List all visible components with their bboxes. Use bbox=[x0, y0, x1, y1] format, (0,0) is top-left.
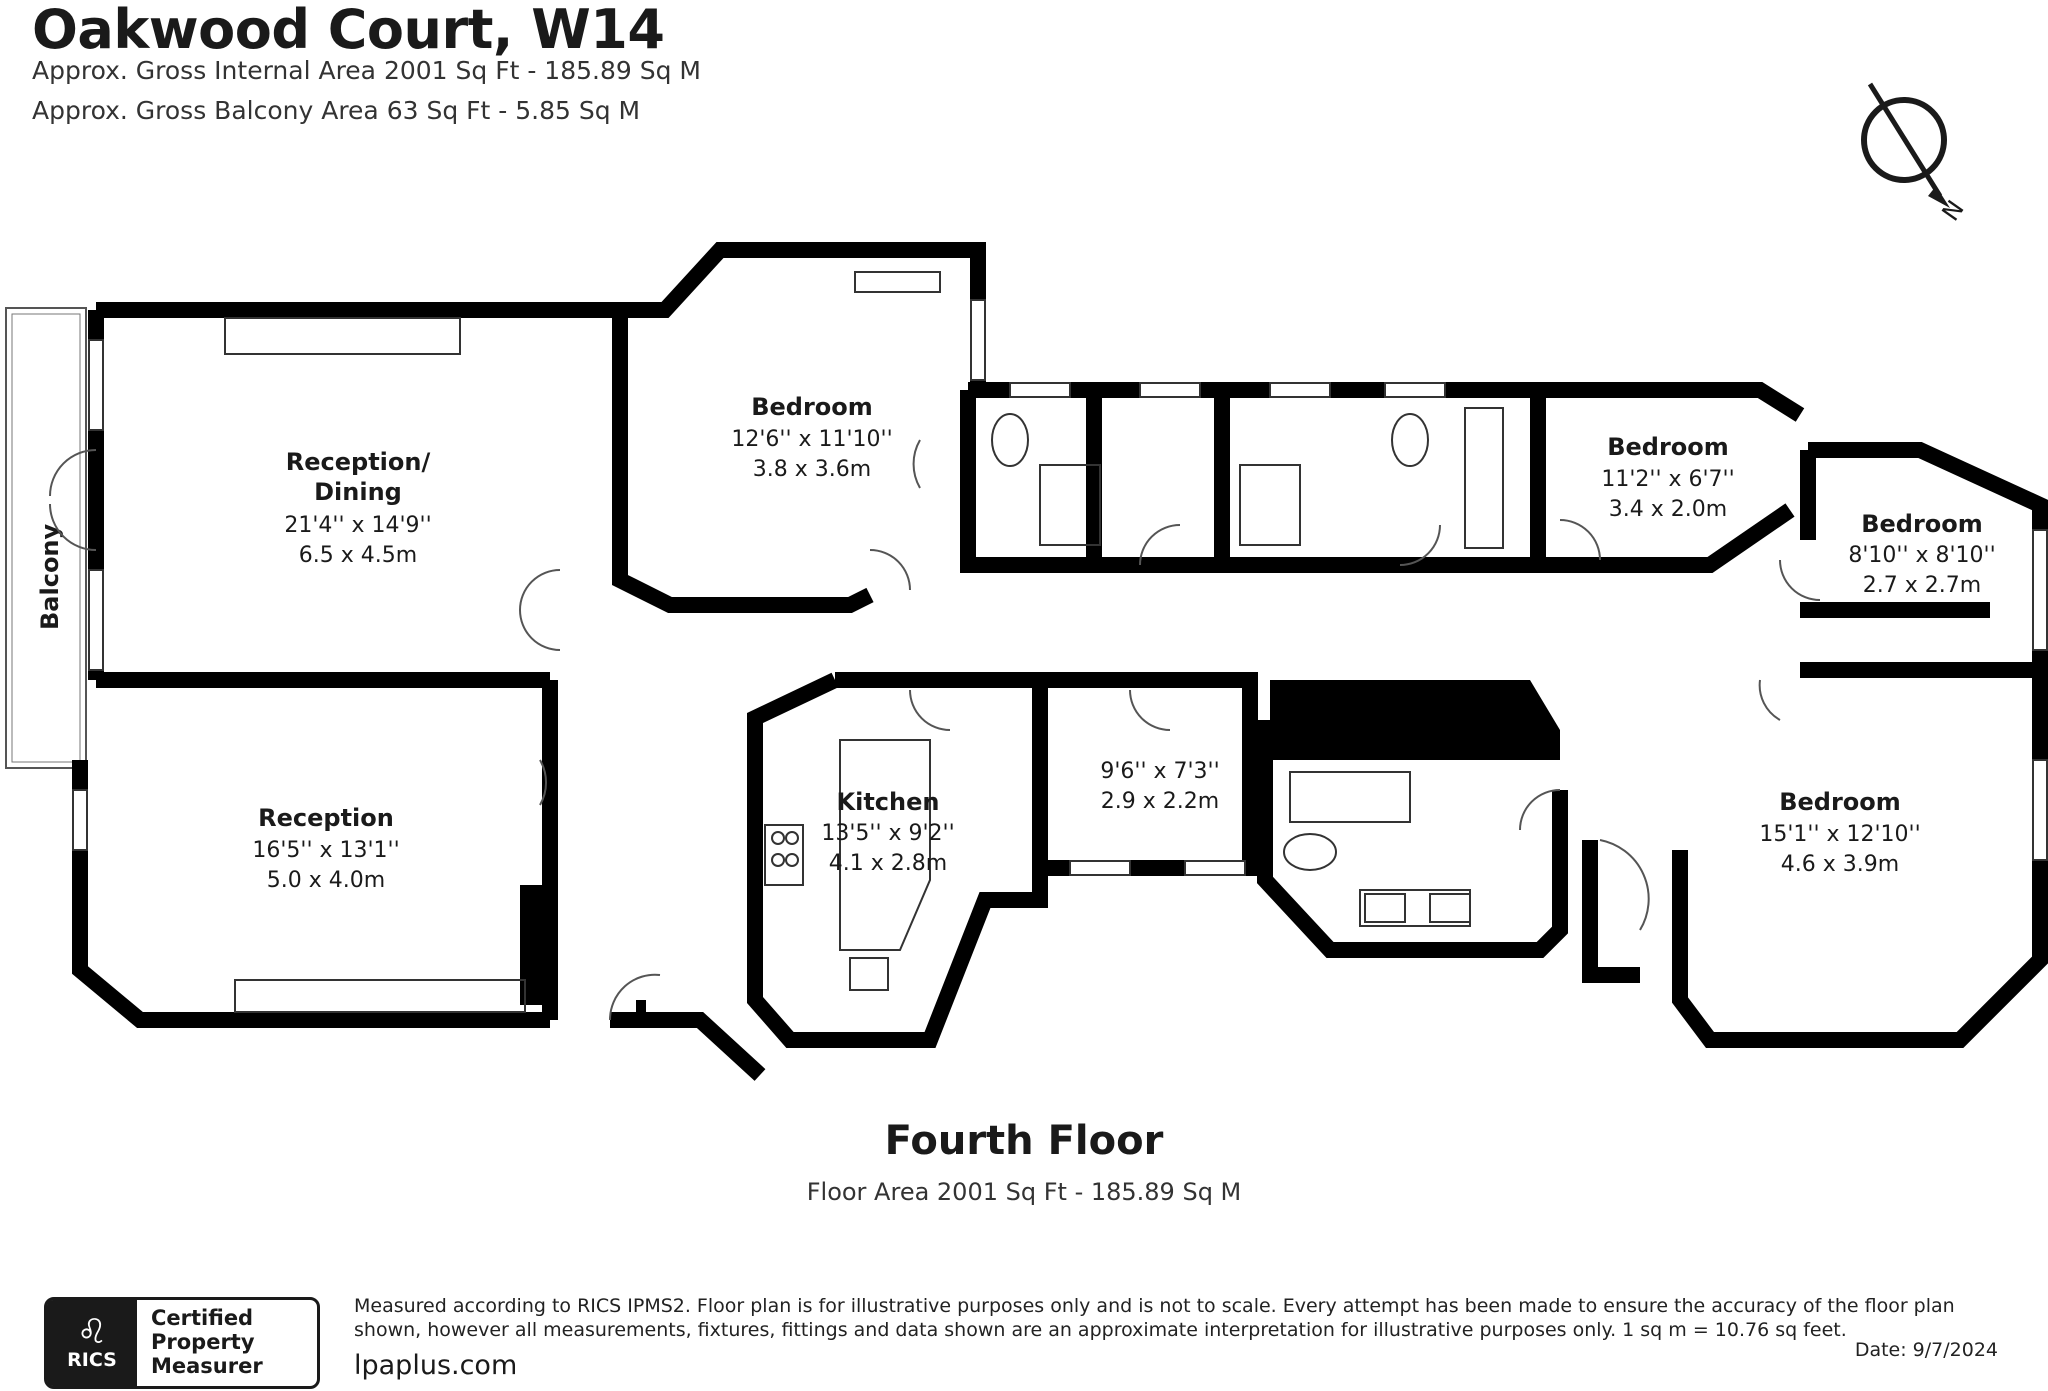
bedroom-2-imperial: 11'2'' x 6'7'' bbox=[1601, 467, 1734, 492]
bedroom-2-metric: 3.4 x 2.0m bbox=[1609, 497, 1727, 522]
bedroom-3-imperial: 8'10'' x 8'10'' bbox=[1848, 543, 1995, 568]
floor-name: Fourth Floor bbox=[884, 1118, 1164, 1164]
badge-line-2: Property bbox=[151, 1330, 255, 1354]
kitchen-imperial: 13'5'' x 9'2'' bbox=[821, 821, 954, 846]
rics-text: Certified Property Measurer bbox=[137, 1300, 317, 1386]
bedroom-3-metric: 2.7 x 2.7m bbox=[1863, 573, 1981, 598]
study-imperial: 9'6'' x 7'3'' bbox=[1100, 759, 1219, 784]
doors bbox=[49, 439, 1821, 1021]
kitchen-name: Kitchen bbox=[837, 788, 940, 816]
balcony-area: Approx. Gross Balcony Area 63 Sq Ft - 5.… bbox=[32, 96, 641, 125]
balcony: Balcony bbox=[5, 307, 87, 769]
entrance-arrow-icon bbox=[628, 1000, 654, 1025]
rics-badge: ♌ RICS Certified Property Measurer bbox=[44, 1297, 320, 1389]
study-metric: 2.9 x 2.2m bbox=[1101, 789, 1219, 814]
reception-dining-name-2: Dining bbox=[314, 478, 402, 506]
reception-dining-name-1: Reception/ bbox=[286, 448, 431, 476]
bedroom-3-name: Bedroom bbox=[1861, 510, 1983, 538]
compass-icon: N bbox=[1861, 82, 1970, 226]
website-link[interactable]: lpaplus.com bbox=[354, 1350, 518, 1381]
reception-metric: 5.0 x 4.0m bbox=[267, 868, 385, 893]
bedroom-1-metric: 3.8 x 3.6m bbox=[753, 457, 871, 482]
balcony-label: Balcony bbox=[36, 523, 64, 630]
bedroom-4-imperial: 15'1'' x 12'10'' bbox=[1759, 822, 1920, 847]
bedroom-4-name: Bedroom bbox=[1779, 788, 1901, 816]
reception-imperial: 16'5'' x 13'1'' bbox=[252, 838, 399, 863]
property-title: Oakwood Court, W14 bbox=[32, 0, 665, 61]
reception-dining-imperial: 21'4'' x 14'9'' bbox=[284, 513, 431, 538]
bedroom-1-imperial: 12'6'' x 11'10'' bbox=[731, 427, 892, 452]
badge-line-3: Measurer bbox=[151, 1354, 263, 1378]
reception-dining-metric: 6.5 x 4.5m bbox=[299, 543, 417, 568]
room-labels: Reception/ Dining 21'4'' x 14'9'' 6.5 x … bbox=[252, 393, 1995, 893]
disclaimer: Measured according to RICS IPMS2. Floor … bbox=[354, 1295, 1955, 1341]
badge-line-1: Certified bbox=[151, 1306, 254, 1330]
windows bbox=[72, 299, 2048, 876]
fittings bbox=[224, 271, 1504, 1013]
kitchen-metric: 4.1 x 2.8m bbox=[829, 851, 947, 876]
structural-block bbox=[1270, 680, 1560, 760]
floor-area: Floor Area 2001 Sq Ft - 185.89 Sq M bbox=[806, 1178, 1242, 1206]
rics-logo: ♌ RICS bbox=[47, 1300, 137, 1386]
bedroom-1-name: Bedroom bbox=[751, 393, 873, 421]
lion-icon: ♌ bbox=[76, 1312, 108, 1352]
walls bbox=[72, 242, 2048, 1081]
reception-name: Reception bbox=[258, 804, 394, 832]
bedroom-2-name: Bedroom bbox=[1607, 433, 1729, 461]
bedroom-4-metric: 4.6 x 3.9m bbox=[1781, 852, 1899, 877]
internal-area: Approx. Gross Internal Area 2001 Sq Ft -… bbox=[32, 56, 701, 85]
rics-org: RICS bbox=[67, 1349, 117, 1371]
plan-date: Date: 9/7/2024 bbox=[1854, 1339, 1998, 1361]
